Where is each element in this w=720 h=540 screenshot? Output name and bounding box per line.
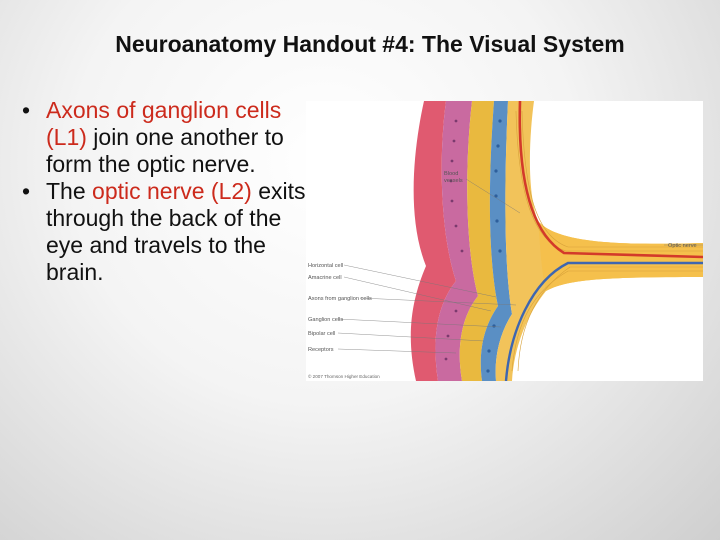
retina-figure: Blood vessels Optic nerve Horizontal cel… [306, 101, 703, 381]
bullet-1-highlight: Axons of ganglion cells (L1) [46, 97, 282, 150]
bipolar-layer [480, 101, 512, 381]
label-receptors: Receptors [308, 347, 334, 353]
receptor-cells [444, 119, 464, 361]
retina-inner [495, 101, 703, 381]
bullet-dot: • [22, 178, 31, 204]
optic-nerve-shape [538, 221, 703, 291]
blood-vessel-blue [504, 261, 703, 381]
axon-fibers [511, 110, 703, 372]
label-axons: Axons from ganglion cells [308, 296, 372, 302]
bullet-2-highlight: optic nerve (L2) [92, 178, 252, 204]
label-bipolar-cell: Bipolar cell [308, 331, 335, 337]
bullet-1-text: join one another to form the optic nerve… [46, 124, 284, 177]
label-ganglion-cells: Ganglion cells [308, 317, 343, 323]
label-horizontal-cell: Horizontal cell [308, 263, 343, 269]
bullet-2-text: exits through the back of the eye and tr… [46, 178, 306, 285]
retina-diagram: Blood vessels Optic nerve Horizontal cel… [308, 101, 703, 381]
label-blood-vessels-2: vessels [444, 178, 463, 184]
slide-title: Neuroanatomy Handout #4: The Visual Syst… [115, 31, 625, 57]
receptor-layer [435, 101, 478, 381]
label-amacrine-cell: Amacrine cell [308, 275, 342, 281]
bullet-list: • Axons of ganglion cells (L1) join one … [22, 97, 308, 286]
bullet-dot: • [22, 97, 31, 123]
blood-vessel-red [518, 101, 703, 259]
label-optic-nerve: Optic nerve [668, 243, 697, 249]
bullet-item-2: • The optic nerve (L2) exits through the… [22, 178, 308, 286]
figure-copyright: © 2007 Thomson Higher Education [308, 373, 380, 379]
bullet-item-1: • Axons of ganglion cells (L1) join one … [22, 97, 308, 178]
label-blood-vessels-1: Blood [444, 171, 458, 177]
leader-lines [337, 178, 703, 354]
bullet-2-lead: The [46, 178, 93, 204]
outer-layer [410, 101, 456, 381]
nuclear-layer [459, 101, 498, 381]
